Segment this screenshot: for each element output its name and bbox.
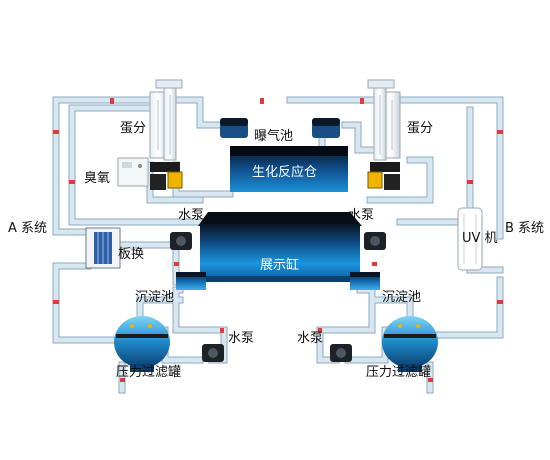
bio-reactor-label: 生化反应仓 [252,165,318,180]
water-pump-right-bottom-label: 水泵 [297,331,324,346]
valve [497,300,503,304]
water-pump-left-top-label: 水泵 [178,208,205,223]
system-a-label: A 系统 [8,221,48,236]
water-pump-left-top [170,232,192,250]
uv-unit [457,207,483,271]
ozone-label: 臭氧 [84,171,111,186]
protein-skimmer-right-label: 蛋分 [407,121,434,136]
protein-skimmer-left [149,79,183,190]
aeration-tank-label: 曝气池 [254,129,294,144]
sedimentation-tank-right [350,272,380,290]
bio-reactor-tank [230,146,348,192]
valve [53,130,59,134]
sedimentation-left-label: 沉淀池 [135,290,175,305]
pressure-filter-right [382,316,438,372]
sedimentation-right-label: 沉淀池 [382,290,422,305]
valve [428,378,433,382]
system-b-label: B 系统 [505,221,545,236]
ozone-generator [117,157,149,187]
valve [318,328,322,333]
pressure-filter-right-label: 压力过滤罐 [366,365,432,380]
valve [467,180,473,184]
valve [174,262,179,266]
water-pump-right-top [364,232,386,250]
valve [260,98,264,104]
sedimentation-tank-left [176,272,206,290]
valve [69,180,75,184]
valve [53,300,59,304]
uv-unit-label: UV 机 [462,231,498,246]
water-pump-right-bottom [330,344,352,362]
display-tank [198,212,362,282]
plate-heat-exchanger [85,227,121,269]
water-pump-left-bottom [202,344,224,362]
aeration-pump-left [220,118,248,138]
protein-skimmer-left-label: 蛋分 [120,121,147,136]
valve [220,328,224,333]
valve [110,98,114,104]
pressure-filter-left [114,316,170,372]
valve [360,98,364,104]
water-pump-right-top-label: 水泵 [348,208,375,223]
valve [120,378,125,382]
display-tank-label: 展示缸 [260,258,300,273]
pressure-filter-left-label: 压力过滤罐 [116,365,182,380]
aeration-pump-right [312,118,340,138]
plate-heat-exchanger-label: 板换 [118,247,145,262]
water-pump-left-bottom-label: 水泵 [228,331,255,346]
protein-skimmer-right [367,79,401,190]
valve [372,262,377,266]
valves [53,98,503,382]
valve [497,130,503,134]
